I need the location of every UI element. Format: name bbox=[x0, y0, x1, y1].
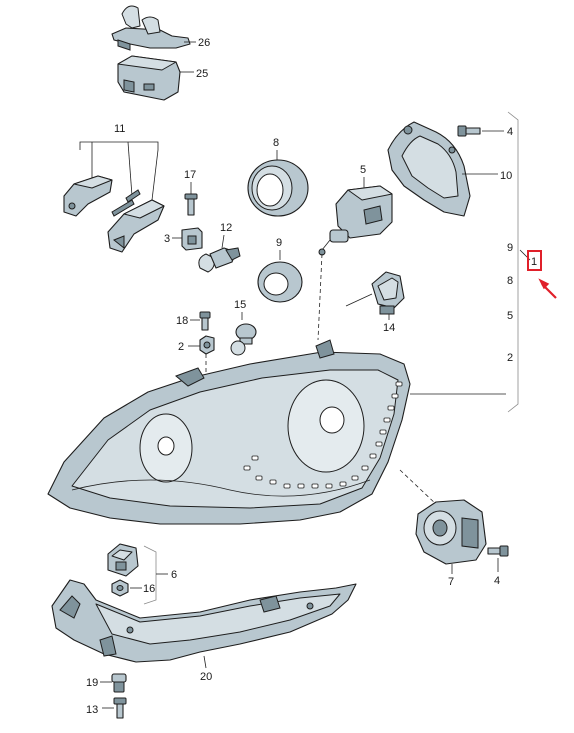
label-15[interactable]: 15 bbox=[234, 299, 246, 311]
label-11[interactable]: 11 bbox=[114, 123, 125, 135]
part-6-holder[interactable] bbox=[107, 543, 139, 577]
part-18-screw[interactable] bbox=[199, 311, 211, 331]
label-12[interactable]: 12 bbox=[220, 222, 232, 234]
bracket-6 bbox=[143, 545, 157, 605]
part-14-xenon-bulb[interactable] bbox=[345, 271, 405, 315]
part-12-bulb[interactable] bbox=[198, 247, 241, 273]
label-1[interactable]: 1 bbox=[531, 256, 537, 268]
leader-11-bracket bbox=[79, 141, 159, 150]
label-8-assembly[interactable]: 8 bbox=[507, 275, 513, 287]
guide-line-3 bbox=[399, 469, 439, 507]
label-8-ring[interactable]: 8 bbox=[273, 137, 279, 149]
part-11-screws[interactable] bbox=[111, 189, 141, 217]
part-8-ring[interactable] bbox=[247, 159, 309, 217]
part-25-control-unit[interactable] bbox=[117, 55, 181, 101]
label-18[interactable]: 18 bbox=[176, 315, 188, 327]
part-4-screw-upper[interactable] bbox=[457, 125, 481, 137]
part-11-bracket-left[interactable] bbox=[63, 175, 113, 217]
part-20-mounting-bracket[interactable] bbox=[51, 579, 357, 663]
part-3-holder[interactable] bbox=[181, 227, 203, 251]
guide-line-2 bbox=[317, 253, 323, 341]
label-13[interactable]: 13 bbox=[86, 704, 98, 716]
leader-11c bbox=[151, 149, 159, 201]
highlight-arrow-head bbox=[538, 278, 550, 290]
leader-11b bbox=[127, 141, 133, 197]
leader-12 bbox=[221, 234, 225, 249]
label-9-assembly[interactable]: 9 bbox=[507, 242, 513, 254]
part-17-screw[interactable] bbox=[184, 193, 198, 216]
part-13-screw[interactable] bbox=[113, 697, 127, 719]
label-17[interactable]: 17 bbox=[184, 169, 196, 181]
label-4-lower[interactable]: 4 bbox=[494, 575, 500, 587]
part-2-nut[interactable] bbox=[199, 335, 215, 355]
part-10-housing-cover[interactable] bbox=[387, 121, 471, 217]
part-26-clip[interactable] bbox=[111, 5, 191, 51]
label-19[interactable]: 19 bbox=[86, 677, 98, 689]
highlight-box bbox=[527, 250, 542, 271]
label-4-upper[interactable]: 4 bbox=[507, 126, 513, 138]
headlight-assembly[interactable] bbox=[47, 339, 411, 525]
part-16-nut[interactable] bbox=[111, 579, 129, 597]
label-7[interactable]: 7 bbox=[448, 576, 454, 588]
label-5-assembly[interactable]: 5 bbox=[507, 310, 513, 322]
part-19-grommet[interactable] bbox=[111, 673, 127, 693]
label-5-motor[interactable]: 5 bbox=[360, 164, 366, 176]
leader-20 bbox=[203, 655, 207, 669]
part-9-ring[interactable] bbox=[257, 261, 303, 303]
part-4-screw-lower[interactable] bbox=[487, 545, 509, 557]
label-3[interactable]: 3 bbox=[164, 233, 170, 245]
label-14[interactable]: 14 bbox=[383, 322, 395, 334]
label-10[interactable]: 10 bbox=[500, 170, 512, 182]
part-15-ball-stud[interactable] bbox=[230, 323, 257, 356]
part-7-ballast[interactable] bbox=[415, 499, 487, 565]
label-26[interactable]: 26 bbox=[198, 37, 210, 49]
label-9-ring[interactable]: 9 bbox=[276, 237, 282, 249]
assembly-bracket bbox=[507, 111, 519, 413]
label-16[interactable]: 16 bbox=[143, 583, 155, 595]
part-5-adjuster-motor[interactable] bbox=[318, 185, 393, 256]
label-20[interactable]: 20 bbox=[200, 671, 212, 683]
label-2-nut[interactable]: 2 bbox=[178, 341, 184, 353]
part-11-bracket-right[interactable] bbox=[107, 199, 165, 253]
label-6[interactable]: 6 bbox=[171, 569, 177, 581]
label-2-assembly[interactable]: 2 bbox=[507, 352, 513, 364]
label-25[interactable]: 25 bbox=[196, 68, 208, 80]
